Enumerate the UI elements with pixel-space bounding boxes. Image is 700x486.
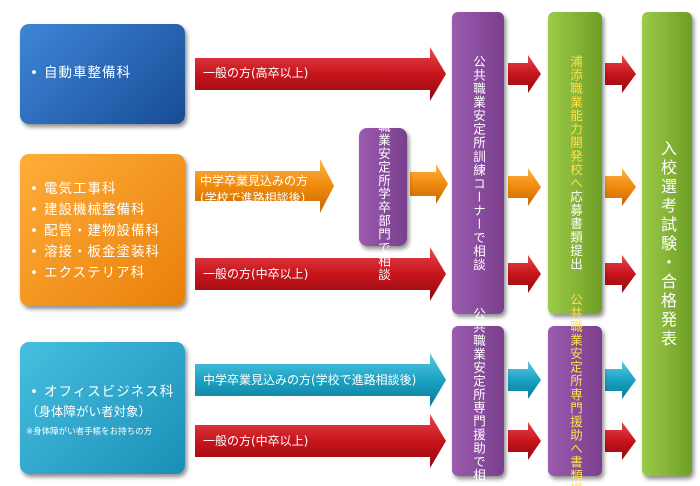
arrow-general-high [195, 47, 446, 101]
office-line: 訓練コーナーで相談 [471, 149, 486, 272]
arrow-stub-1 [508, 55, 541, 93]
arrow-general-middle [195, 247, 446, 301]
arrow-stub-3 [508, 255, 541, 293]
course-note: ※身体障がい者手帳をお持ちの方 [26, 427, 153, 437]
course-qualifier: （身体障がい者対象） [26, 404, 152, 419]
final-exam-box: 入校選考試験・合格発表 [642, 12, 692, 476]
arrow-general-middle-office [195, 414, 446, 468]
course-list-auto: 自動車整備科 [30, 63, 185, 84]
arrow-stub-4 [508, 361, 541, 399]
application-school-box: 浦添職業能力開発校へ 応募書類提出 [548, 12, 602, 314]
application-office-name: 公共職業安定所 [568, 293, 583, 388]
course-item: エクステリア科 [30, 263, 185, 284]
final-exam-text: 入校選考試験・合格発表 [658, 139, 677, 349]
arrow-stub-5 [508, 422, 541, 460]
course-item: 建設機械整備科 [30, 200, 185, 221]
office-kunren-box: 公共職業安定所 訓練コーナーで相談 [452, 12, 504, 314]
course-list-office: オフィスビジネス科 [30, 382, 185, 403]
course-item: 電気工事科 [30, 179, 185, 200]
course-list-construction: 電気工事科 建設機械整備科 配管・建物設備科 溶接・板金塗装科 エクステリア科 [30, 179, 185, 284]
arrow-stub-10 [605, 422, 636, 460]
course-box-office: オフィスビジネス科 （身体障がい者対象） ※身体障がい者手帳をお持ちの方 [20, 342, 185, 474]
arrow-stub-7 [605, 168, 636, 206]
arrow-stub-gakusotsu [410, 164, 448, 204]
path-label-consult: (学校で進路相談後) [200, 191, 306, 205]
path-label-middle-school-office: 中学卒業見込みの方(学校で進路相談後) [203, 373, 417, 387]
course-item: 溶接・板金塗装科 [30, 242, 185, 263]
office-gakusotsu-box: 公共職業安定所 学卒部門で相談 [359, 93, 407, 282]
course-item: 自動車整備科 [30, 63, 185, 84]
application-senmon-box: 公共職業安定所 専門援助へ書類提出 [548, 293, 602, 486]
office-line: 専門援助で相談 [471, 401, 486, 486]
path-label-middle-school: 中学卒業見込みの方 [200, 174, 309, 188]
arrow-middle-school-office [195, 353, 446, 407]
course-box-construction: 電気工事科 建設機械整備科 配管・建物設備科 溶接・板金塗装科 エクステリア科 [20, 154, 185, 306]
path-label-general-middle: 一般の方(中卒以上) [203, 267, 309, 281]
arrow-stub-9 [605, 361, 636, 399]
application-senmon-line: 専門援助へ書類提出 [568, 387, 583, 486]
course-box-auto: 自動車整備科 [20, 24, 185, 124]
office-senmon-box: 公共職業安定所 専門援助で相談 [452, 307, 504, 486]
path-label-general-middle-office: 一般の方(中卒以上) [203, 434, 309, 448]
application-school-name: 浦添職業能力開発校へ [568, 55, 583, 190]
office-line: 公共職業安定所 [471, 55, 486, 150]
arrow-stub-8 [605, 255, 636, 293]
course-item: 配管・建物設備科 [30, 221, 185, 242]
arrow-stub-2 [508, 168, 541, 206]
path-label-general-high: 一般の方(高卒以上) [203, 66, 309, 80]
office-line: 学卒部門で相談 [376, 187, 391, 282]
office-line: 公共職業安定所 [471, 306, 486, 402]
arrow-stub-6 [605, 55, 636, 93]
course-item: オフィスビジネス科 [30, 382, 185, 403]
application-documents: 応募書類提出 [568, 190, 583, 271]
arrow-middle-school [195, 159, 334, 213]
office-line: 公共職業安定所 [376, 92, 391, 188]
